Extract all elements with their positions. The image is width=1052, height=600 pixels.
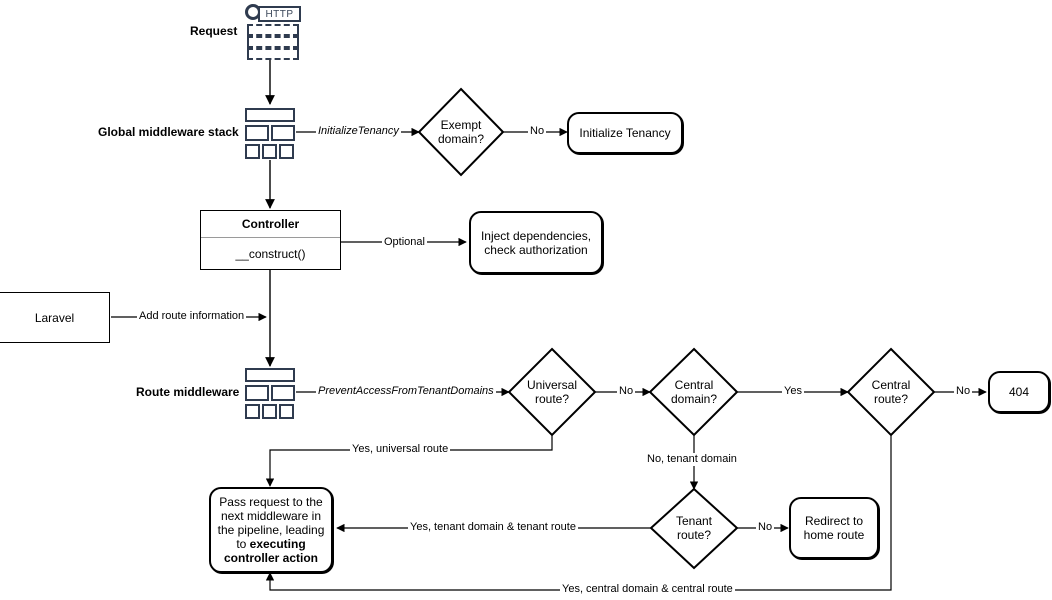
central-domain-line1: Central	[674, 378, 714, 392]
stack-row3-box2	[262, 144, 277, 159]
decision-central-route[interactable]: Central route?	[851, 370, 931, 414]
route-stack-row2-box1	[245, 385, 269, 401]
stack-row1-box	[245, 108, 295, 122]
edge-label-exempt-no: No	[528, 125, 547, 138]
route-stack-row3-box2	[262, 404, 277, 419]
route-middleware-label: Route middleware	[136, 385, 240, 399]
universal-route-line1: Universal	[526, 378, 577, 392]
central-domain-line2: domain?	[670, 392, 718, 406]
global-middleware-stack-label: Global middleware stack	[98, 125, 239, 139]
node-pass-request[interactable]: Pass request to the next middleware in t…	[209, 487, 333, 573]
route-middleware-stack-icon	[245, 368, 295, 419]
stack-row2-box1	[245, 125, 269, 141]
inject-line2: check authorization	[484, 242, 588, 257]
node-laravel[interactable]: Laravel	[0, 292, 110, 343]
route-stack-row3-box3	[279, 404, 294, 419]
redirect-line2: home route	[803, 528, 865, 542]
node-inject-dependencies[interactable]: Inject dependencies, check authorization	[469, 211, 603, 274]
node-controller[interactable]: Controller __construct()	[200, 210, 341, 270]
pass-request-line3: the pipeline, leading	[217, 523, 325, 537]
inject-line1: Inject dependencies,	[480, 228, 592, 243]
pass-request-line4: to	[236, 537, 250, 551]
node-404[interactable]: 404	[988, 371, 1050, 413]
http-dashed-row-2	[247, 36, 299, 48]
central-route-line1: Central	[871, 378, 911, 392]
edge-label-no-tenant-domain: No, tenant domain	[645, 453, 739, 466]
edge-label-central-route-no: No	[954, 385, 973, 398]
edge-label-universal-no: No	[617, 385, 636, 398]
http-dashed-row-1	[247, 24, 299, 36]
route-stack-row1-box	[245, 368, 295, 382]
exempt-domain-line1: Exempt	[440, 118, 482, 132]
edge-label-tenant-route-no: No	[756, 521, 775, 534]
edge-label-central-domain-yes: Yes	[782, 385, 804, 398]
decision-universal-route[interactable]: Universal route?	[512, 370, 592, 414]
edge-label-optional: Optional	[382, 236, 427, 249]
pass-request-line1: Pass request to the	[219, 495, 323, 509]
request-label: Request	[190, 24, 238, 38]
edge-label-yes-universal-route: Yes, universal route	[350, 443, 451, 456]
pass-request-line2: next middleware in	[220, 509, 322, 523]
tenant-route-line1: Tenant	[675, 514, 713, 528]
not-found-label: 404	[1008, 385, 1030, 399]
controller-title: Controller	[201, 211, 340, 238]
central-route-line2: route?	[873, 392, 909, 406]
tenant-route-line2: route?	[676, 528, 712, 542]
node-redirect-home-route[interactable]: Redirect to home route	[789, 497, 879, 559]
decision-central-domain[interactable]: Central domain?	[654, 370, 734, 414]
pass-request-bold1: executing	[249, 537, 306, 551]
edge-label-prevent-access: PreventAccessFromTenantDomains	[316, 385, 496, 398]
edge-label-add-route-information: Add route information	[137, 310, 247, 323]
edge-label-initialize-tenancy: InitializeTenancy	[316, 125, 401, 138]
stack-row3-box3	[279, 144, 294, 159]
http-dashed-row-3	[247, 48, 299, 60]
edge-label-yes-tenant-domain-tenant-route: Yes, tenant domain & tenant route	[408, 521, 578, 534]
http-request-icon: HTTP	[245, 4, 301, 60]
global-middleware-stack-icon	[245, 108, 295, 159]
route-stack-row3-box1	[245, 404, 260, 419]
controller-method: __construct()	[235, 246, 306, 261]
redirect-line1: Redirect to	[804, 514, 863, 528]
node-initialize-tenancy[interactable]: Initialize Tenancy	[567, 112, 683, 154]
pass-request-bold2: controller action	[223, 551, 318, 565]
universal-route-line2: route?	[534, 392, 569, 406]
stack-row3-box1	[245, 144, 260, 159]
stack-row2-box2	[271, 125, 295, 141]
edge-label-yes-central-domain-central-route: Yes, central domain & central route	[560, 583, 735, 596]
initialize-tenancy-label: Initialize Tenancy	[579, 126, 671, 140]
exempt-domain-line2: domain?	[437, 132, 485, 146]
route-stack-row2-box2	[271, 385, 295, 401]
laravel-label: Laravel	[34, 310, 75, 325]
decision-tenant-route[interactable]: Tenant route?	[654, 506, 734, 550]
decision-exempt-domain[interactable]: Exempt domain?	[421, 110, 501, 154]
http-protocol-badge: HTTP	[258, 6, 301, 22]
